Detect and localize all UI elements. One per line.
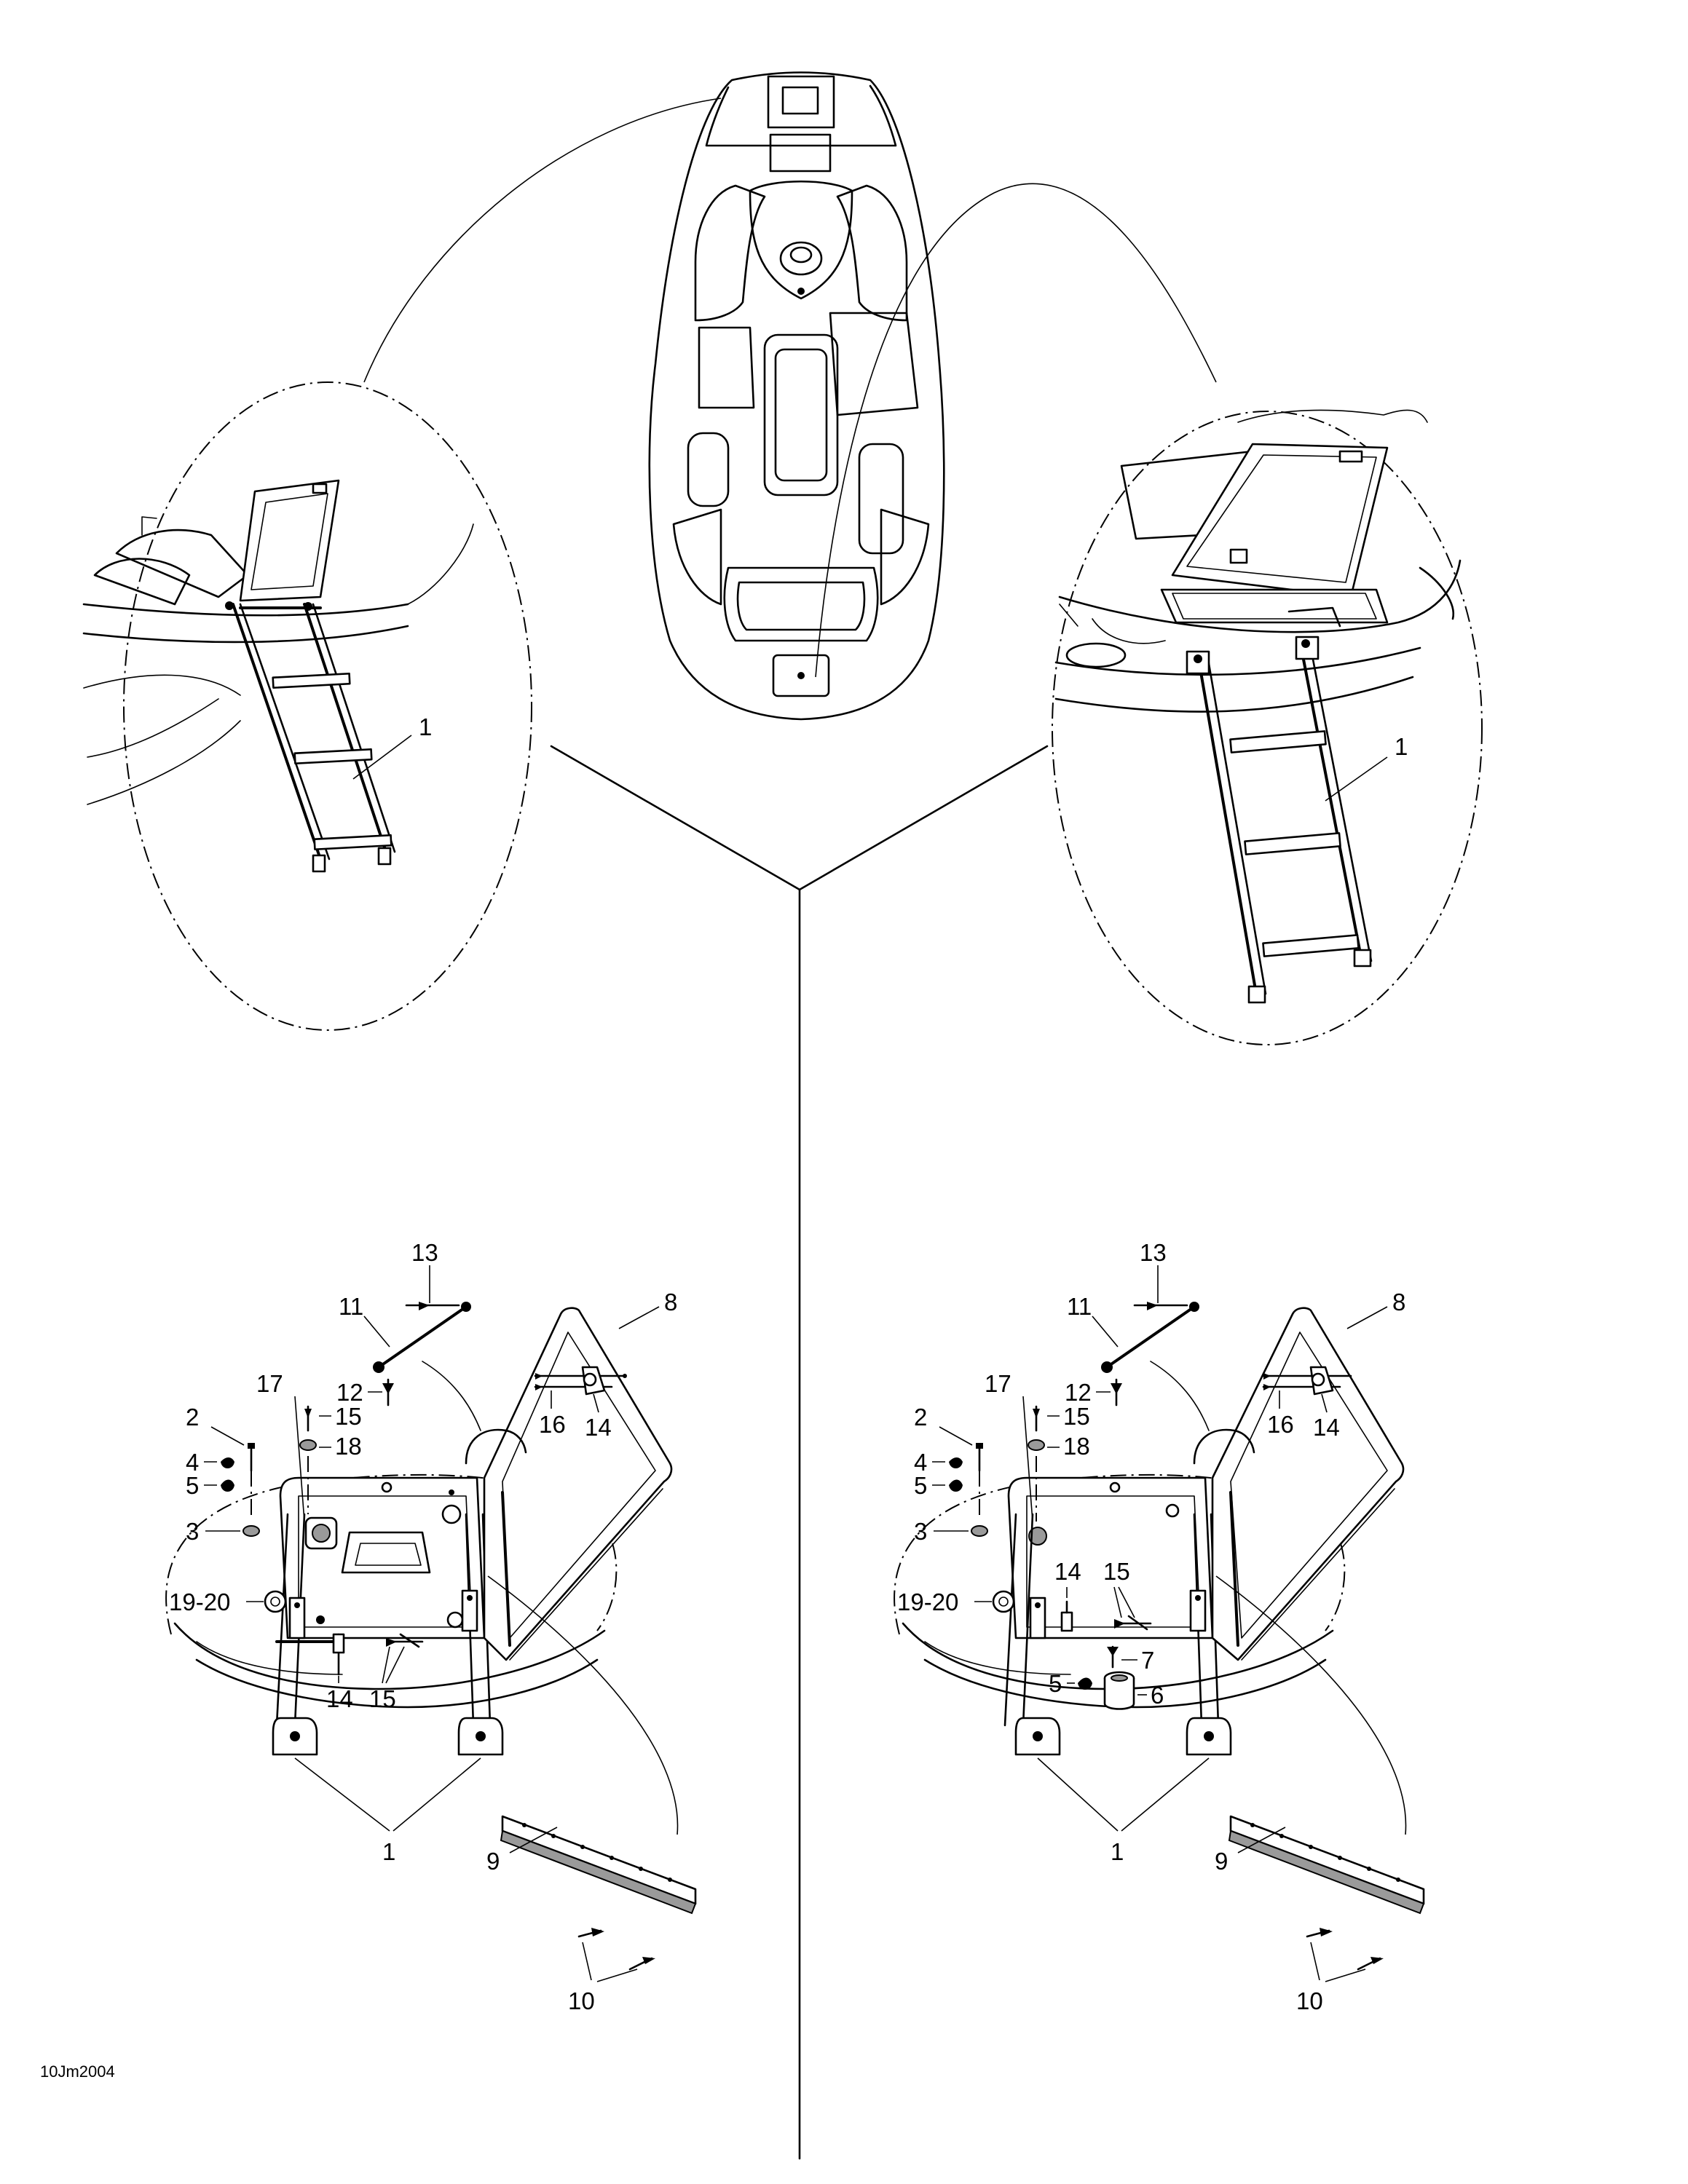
callout-13: 13 bbox=[411, 1239, 438, 1266]
callout-2: 2 bbox=[914, 1404, 927, 1431]
callout-14-mid: 14 bbox=[1054, 1558, 1081, 1585]
callout-14-bottom: 14 bbox=[326, 1685, 353, 1712]
right-ladder-detail: 1 bbox=[1052, 409, 1483, 1045]
callout-13: 13 bbox=[1140, 1239, 1167, 1266]
callout-19-20: 19-20 bbox=[897, 1588, 958, 1615]
right-hatch-assembly: 13 11 12 15 2 17 18 4 5 3 16 14 8 19-20 … bbox=[894, 1239, 1425, 2014]
callout-15-bottom: 15 bbox=[369, 1685, 396, 1712]
callout-6: 6 bbox=[1151, 1682, 1164, 1709]
callout-16: 16 bbox=[1267, 1411, 1294, 1438]
callout-15-mid: 15 bbox=[1103, 1558, 1130, 1585]
callout-10: 10 bbox=[568, 1987, 595, 2014]
detail-leaders bbox=[363, 98, 1217, 678]
callout-4: 4 bbox=[914, 1449, 927, 1476]
callout-18: 18 bbox=[335, 1433, 362, 1460]
callout-15-top: 15 bbox=[1063, 1403, 1090, 1430]
callout-5: 5 bbox=[914, 1472, 927, 1499]
view-dividers bbox=[550, 745, 1049, 2160]
callout-7: 7 bbox=[1141, 1647, 1154, 1674]
callout-8: 8 bbox=[1392, 1289, 1405, 1315]
callout-9: 9 bbox=[1215, 1848, 1228, 1875]
callout-19-20: 19-20 bbox=[169, 1588, 230, 1615]
boat-deck-view-icon bbox=[648, 71, 945, 721]
left-hatch-assembly: 13 11 12 15 2 17 18 4 5 3 16 14 8 19-20 … bbox=[165, 1239, 697, 2014]
callout-17: 17 bbox=[256, 1370, 283, 1397]
left-ladder-detail: 1 bbox=[82, 381, 532, 1031]
callout-1-left-assembly: 1 bbox=[382, 1838, 395, 1865]
callout-15-top: 15 bbox=[335, 1403, 362, 1430]
callout-2: 2 bbox=[186, 1404, 199, 1431]
drawing-code: 10Jm2004 bbox=[40, 2062, 115, 2081]
callout-12: 12 bbox=[336, 1379, 363, 1406]
callout-5-lower: 5 bbox=[1049, 1670, 1062, 1697]
callout-5: 5 bbox=[186, 1472, 199, 1499]
callout-12: 12 bbox=[1065, 1379, 1092, 1406]
callout-3: 3 bbox=[186, 1518, 199, 1545]
callout-1-left-ladder: 1 bbox=[419, 713, 432, 740]
callout-11: 11 bbox=[1067, 1293, 1092, 1320]
callout-14-top: 14 bbox=[1313, 1414, 1340, 1441]
callout-17: 17 bbox=[985, 1370, 1011, 1397]
callout-8: 8 bbox=[664, 1289, 677, 1315]
callout-9: 9 bbox=[486, 1848, 500, 1875]
callout-3: 3 bbox=[914, 1518, 927, 1545]
callout-1-right-assembly: 1 bbox=[1111, 1838, 1124, 1865]
callout-10: 10 bbox=[1296, 1987, 1323, 2014]
callout-18: 18 bbox=[1063, 1433, 1090, 1460]
callout-16: 16 bbox=[539, 1411, 566, 1438]
callout-4: 4 bbox=[186, 1449, 199, 1476]
callout-1-right-ladder: 1 bbox=[1395, 733, 1408, 760]
callout-11: 11 bbox=[339, 1293, 363, 1320]
callout-14-top: 14 bbox=[585, 1414, 612, 1441]
